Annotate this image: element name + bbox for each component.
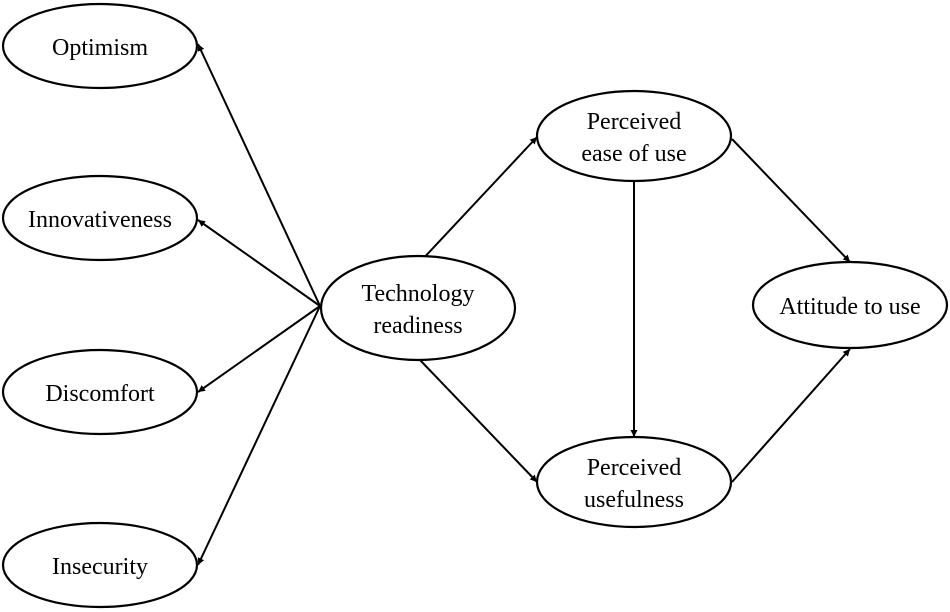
node-attitude-to-use-label: Attitude to use xyxy=(779,294,920,320)
edge-technology-readiness-to-optimism xyxy=(197,43,321,307)
node-insecurity: Insecurity xyxy=(1,521,199,609)
node-innovativeness-ellipse xyxy=(1,174,199,262)
edge-technology-readiness-to-perceived-usefulness xyxy=(419,359,538,483)
node-perceived-usefulness-ellipse xyxy=(535,435,733,529)
node-perceived-usefulness-label-line2: usefulness xyxy=(584,487,684,513)
node-perceived-ease-of-use-ellipse xyxy=(535,89,733,183)
node-discomfort: Discomfort xyxy=(1,348,199,436)
edge-technology-readiness-to-perceived-ease-of-use xyxy=(419,136,538,263)
edge-technology-readiness-to-innovativeness xyxy=(197,219,321,307)
edge-technology-readiness-to-discomfort xyxy=(197,305,321,393)
node-technology-readiness-label-line1: Technology xyxy=(362,281,475,307)
edge-perceived-ease-of-use-to-attitude-to-use xyxy=(731,138,851,263)
node-optimism-label: Optimism xyxy=(52,35,148,61)
node-attitude-to-use: Attitude to use xyxy=(751,260,949,350)
node-discomfort-label: Discomfort xyxy=(45,381,155,407)
node-innovativeness-label: Innovativeness xyxy=(28,207,172,233)
node-attitude-to-use-ellipse xyxy=(751,260,949,350)
node-technology-readiness-label-line2: readiness xyxy=(373,313,462,339)
edges-group xyxy=(197,43,851,566)
node-technology-readiness: Technology readiness xyxy=(319,254,517,362)
node-optimism: Optimism xyxy=(1,2,199,90)
node-insecurity-ellipse xyxy=(1,521,199,609)
node-insecurity-label: Insecurity xyxy=(52,554,148,580)
node-perceived-ease-of-use-label-line2: ease of use xyxy=(581,141,686,167)
node-optimism-ellipse xyxy=(1,2,199,90)
node-perceived-ease-of-use: Perceived ease of use xyxy=(535,89,733,183)
node-perceived-usefulness-label-line1: Perceived xyxy=(587,455,682,481)
node-technology-readiness-ellipse xyxy=(319,254,517,362)
edge-technology-readiness-to-insecurity xyxy=(197,305,321,566)
node-perceived-usefulness: Perceived usefulness xyxy=(535,435,733,529)
node-perceived-ease-of-use-label-line1: Perceived xyxy=(587,109,682,135)
node-discomfort-ellipse xyxy=(1,348,199,436)
node-innovativeness: Innovativeness xyxy=(1,174,199,262)
edge-perceived-usefulness-to-attitude-to-use xyxy=(731,348,851,483)
